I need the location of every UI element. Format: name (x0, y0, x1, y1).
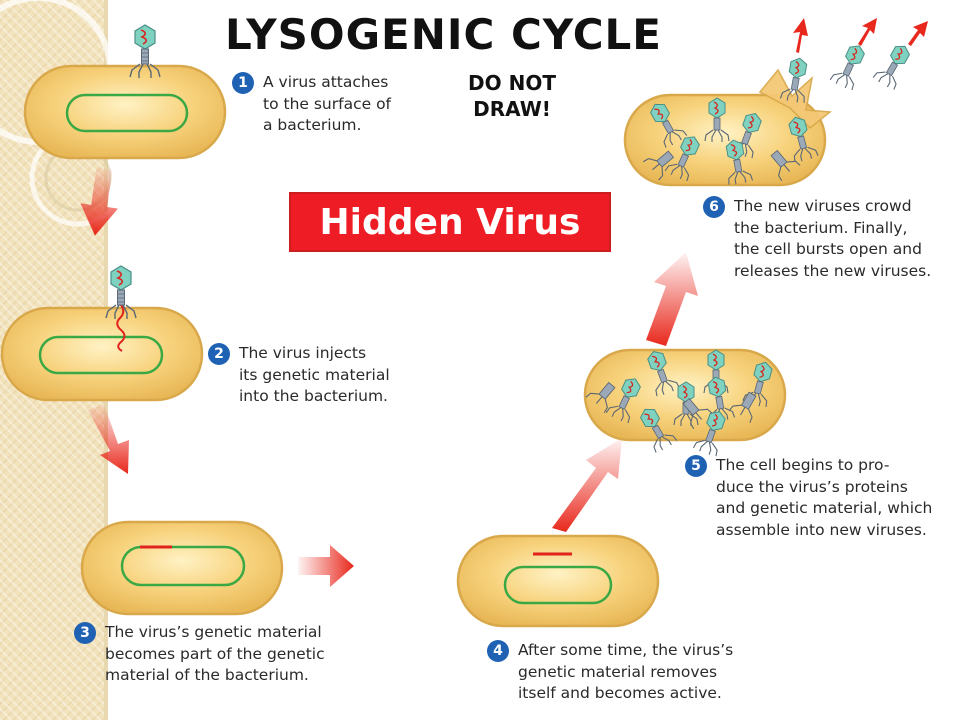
step-1-text: A virus attaches to the surface of a bac… (263, 72, 391, 137)
arrow-icon (88, 404, 129, 474)
step-5-text: The cell begins to pro- duce the virus’s… (716, 455, 932, 541)
step-6-line-2: the bacterium. Finally, (734, 218, 908, 237)
step-4-line-1: After some time, the virus’s (518, 641, 734, 659)
warning-line-2: DRAW! (473, 97, 551, 121)
step-4-caption: 4 After some time, the virus’s genetic m… (487, 640, 733, 705)
step-1-line-1: A virus attaches (263, 73, 389, 91)
step-3-line-2: becomes part of the genetic (105, 644, 325, 663)
step-4-line-3: itself and becomes active. (518, 684, 722, 702)
step-6-line-4: releases the new viruses. (734, 261, 932, 280)
step-5-caption: 5 The cell begins to pro- duce the virus… (685, 455, 932, 541)
step-5-badge: 5 (685, 455, 707, 477)
step-5-line-1: The cell begins to pro- (716, 456, 890, 474)
arrow-icon (298, 545, 354, 587)
arrow-icon (552, 438, 622, 532)
arrow-icon (646, 252, 698, 346)
step-6-badge: 6 (703, 196, 725, 218)
released-viruses-group (829, 39, 917, 92)
banner-text: Hidden Virus (319, 201, 581, 243)
step-6-text: The new viruses crowd the bacterium. Fin… (734, 196, 931, 282)
warning-line-1: DO NOT (468, 71, 556, 95)
hidden-virus-banner: Hidden Virus (289, 192, 611, 252)
step-3-line-1: The virus’s genetic material (105, 623, 322, 641)
step-2-badge: 2 (208, 343, 230, 365)
step-2-line-1: The virus injects (239, 344, 367, 362)
step-2-line-3: into the bacterium. (239, 387, 388, 405)
step-5-line-4: assemble into new viruses. (716, 520, 927, 539)
step-4-line-2: genetic material removes (518, 662, 718, 681)
step-3-text: The virus’s genetic material becomes par… (105, 622, 325, 687)
step-1-caption: 1 A virus attaches to the surface of a b… (232, 72, 391, 137)
step-6-line-1: The new viruses crowd (734, 197, 912, 215)
bacterium-stage-1 (23, 64, 227, 160)
step-2-caption: 2 The virus injects its genetic material… (208, 343, 390, 408)
step-4-badge: 4 (487, 640, 509, 662)
bacterium-stage-2 (0, 304, 204, 402)
step-3-badge: 3 (74, 622, 96, 644)
step-1-line-3: a bacterium. (263, 116, 362, 134)
step-5-line-3: and genetic material, which (716, 499, 933, 517)
step-6-line-3: the cell bursts open and (734, 240, 922, 258)
step-1-badge: 1 (232, 72, 254, 94)
step-4-text: After some time, the virus’s genetic mat… (518, 640, 733, 705)
step-2-text: The virus injects its genetic material i… (239, 343, 390, 408)
bacterium-stage-3 (80, 520, 284, 616)
step-1-line-2: to the surface of (263, 94, 392, 113)
step-5-line-2: duce the virus’s proteins (716, 477, 908, 496)
step-2-line-2: its genetic material (239, 365, 390, 384)
step-6-caption: 6 The new viruses crowd the bacterium. F… (703, 196, 931, 282)
warning-note: DO NOT DRAW! (452, 70, 572, 122)
page-title: LYSOGENIC CYCLE (225, 10, 662, 59)
arrow-icon (80, 167, 118, 236)
step-3-line-3: material of the bacterium. (105, 666, 309, 684)
bacterium-stage-6 (623, 68, 832, 187)
release-arrow-icon (793, 18, 928, 53)
bacterium-stage-4 (456, 534, 660, 628)
step-3-caption: 3 The virus’s genetic material becomes p… (74, 622, 325, 687)
